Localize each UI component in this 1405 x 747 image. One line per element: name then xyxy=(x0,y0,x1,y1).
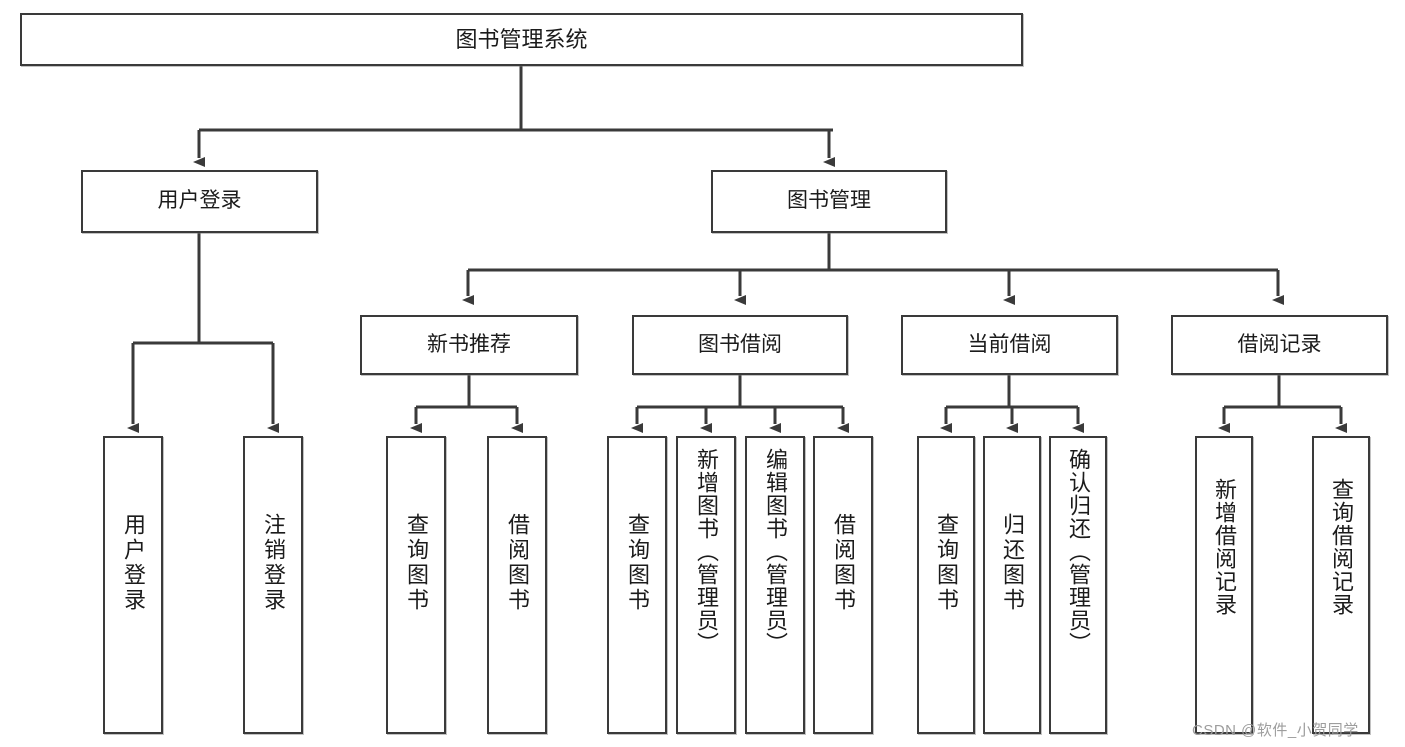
node-leaf-edit-book[interactable]: 编辑图书（管理员） xyxy=(745,436,805,734)
node-new-book-recommend[interactable]: 新书推荐 xyxy=(360,315,578,375)
node-label: 图书管理系统 xyxy=(455,26,588,52)
node-leaf-user-login[interactable]: 用户登录 xyxy=(103,436,163,734)
node-user-login[interactable]: 用户登录 xyxy=(81,170,318,233)
node-leaf-add-borrow-record[interactable]: 新增借阅记录 xyxy=(1195,436,1253,734)
node-leaf-confirm-return[interactable]: 确认归还（管理员） xyxy=(1049,436,1107,734)
node-leaf-query-book-2[interactable]: 查询图书 xyxy=(607,436,667,734)
node-label: 查询借阅记录 xyxy=(1329,478,1354,616)
node-label: 借阅图书 xyxy=(505,513,530,613)
node-leaf-query-book-3[interactable]: 查询图书 xyxy=(917,436,975,734)
node-label: 确认归还（管理员） xyxy=(1066,448,1091,655)
node-leaf-add-book[interactable]: 新增图书（管理员） xyxy=(676,436,736,734)
node-label: 用户登录 xyxy=(157,189,242,213)
node-leaf-query-book-1[interactable]: 查询图书 xyxy=(386,436,446,734)
node-label: 查询图书 xyxy=(625,513,650,613)
node-label: 新书推荐 xyxy=(427,332,511,356)
node-book-borrow[interactable]: 图书借阅 xyxy=(632,315,848,375)
csdn-watermark: CSDN @软件_小贺同学 xyxy=(1192,722,1359,739)
node-label: 借阅图书 xyxy=(831,513,856,613)
node-root-system[interactable]: 图书管理系统 xyxy=(20,13,1023,66)
node-label: 注销登录 xyxy=(261,513,286,613)
node-leaf-borrow-book-2[interactable]: 借阅图书 xyxy=(813,436,873,734)
node-label: 借阅记录 xyxy=(1237,332,1322,356)
node-leaf-return-book[interactable]: 归还图书 xyxy=(983,436,1041,734)
node-label: 图书借阅 xyxy=(698,332,782,356)
node-label: 当前借阅 xyxy=(967,332,1052,356)
node-label: 归还图书 xyxy=(1000,513,1025,613)
node-leaf-borrow-book-1[interactable]: 借阅图书 xyxy=(487,436,547,734)
node-label: 新增图书（管理员） xyxy=(694,448,719,655)
node-current-borrow[interactable]: 当前借阅 xyxy=(901,315,1118,375)
node-label: 图书管理 xyxy=(787,189,871,213)
node-label: 查询图书 xyxy=(934,513,959,613)
node-leaf-query-borrow-record[interactable]: 查询借阅记录 xyxy=(1312,436,1370,734)
node-label: 新增借阅记录 xyxy=(1212,478,1237,616)
node-borrow-record[interactable]: 借阅记录 xyxy=(1171,315,1388,375)
node-label: 查询图书 xyxy=(404,513,429,613)
node-label: 编辑图书（管理员） xyxy=(763,448,788,655)
node-book-management[interactable]: 图书管理 xyxy=(711,170,947,233)
node-label: 用户登录 xyxy=(121,513,146,613)
node-leaf-logout-login[interactable]: 注销登录 xyxy=(243,436,303,734)
